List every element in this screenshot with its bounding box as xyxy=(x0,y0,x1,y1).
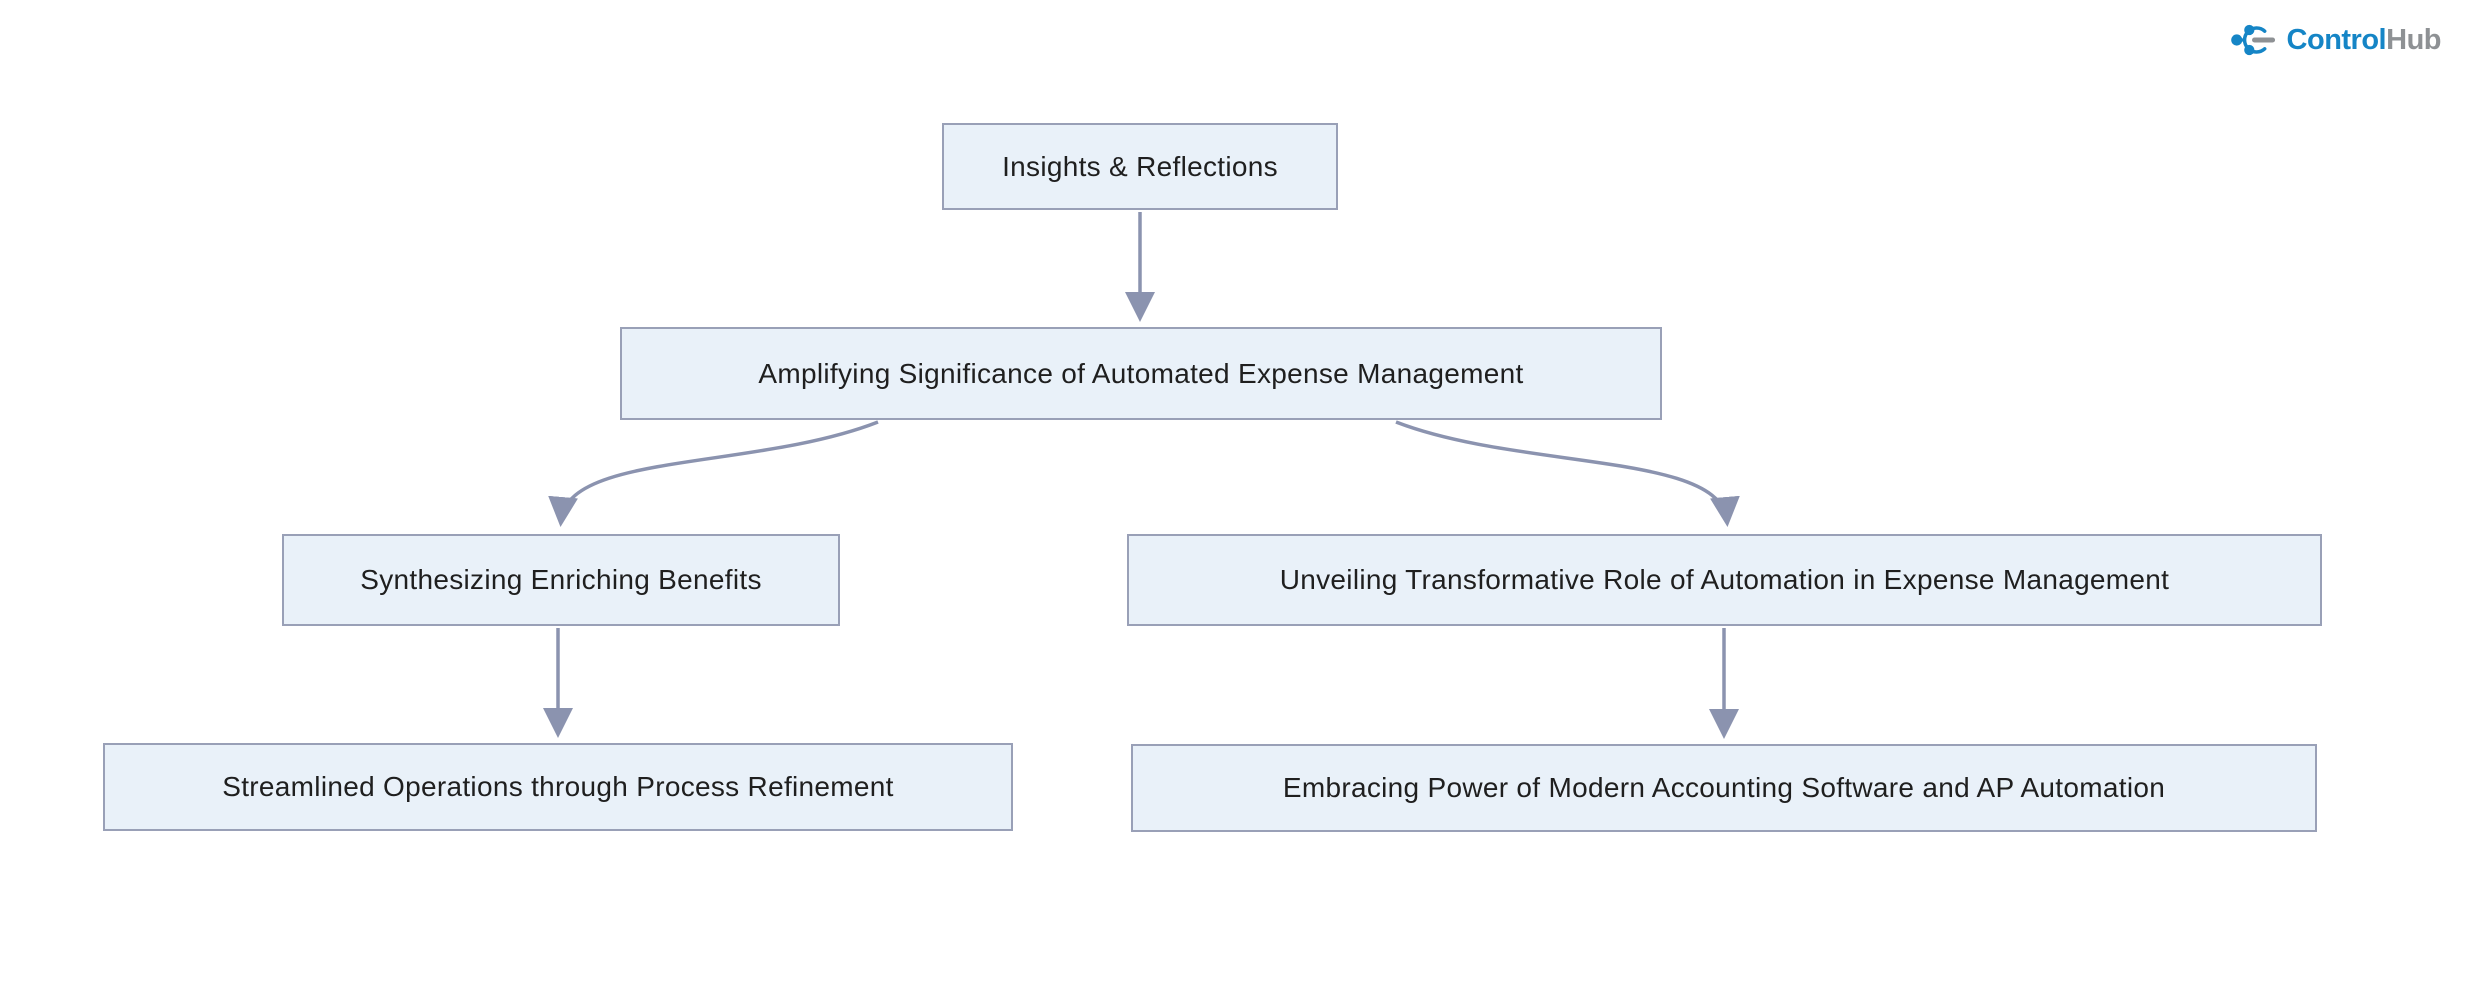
logo-text-control: Control xyxy=(2286,23,2387,56)
node-insights-reflections: Insights & Reflections xyxy=(942,123,1338,210)
logo-text-hub: Hub xyxy=(2386,23,2441,56)
node-label: Embracing Power of Modern Accounting Sof… xyxy=(1282,772,2166,803)
node-label: Synthesizing Enriching Benefits xyxy=(360,564,762,595)
node-embracing-power: Embracing Power of Modern Accounting Sof… xyxy=(1131,744,2317,832)
node-amplifying-significance: Amplifying Significance of Automated Exp… xyxy=(620,327,1662,420)
node-label: Streamlined Operations through Process R… xyxy=(222,771,894,802)
logo-wordmark: ControlHub xyxy=(2286,23,2442,56)
node-label: Insights & Reflections xyxy=(1002,150,1278,182)
controlhub-logo: ControlHub xyxy=(2228,16,2441,64)
network-node-icon xyxy=(2230,24,2275,56)
node-label: Amplifying Significance of Automated Exp… xyxy=(758,357,1524,389)
edge-amplifying-to-synthesizing xyxy=(548,420,879,527)
node-label: Unveiling Transformative Role of Automat… xyxy=(1279,564,2170,595)
node-streamlined-operations: Streamlined Operations through Process R… xyxy=(103,743,1013,831)
edge-amplifying-to-unveiling xyxy=(1395,420,1740,527)
node-synthesizing-benefits: Synthesizing Enriching Benefits xyxy=(282,534,840,626)
node-unveiling-transformative-role: Unveiling Transformative Role of Automat… xyxy=(1127,534,2322,626)
